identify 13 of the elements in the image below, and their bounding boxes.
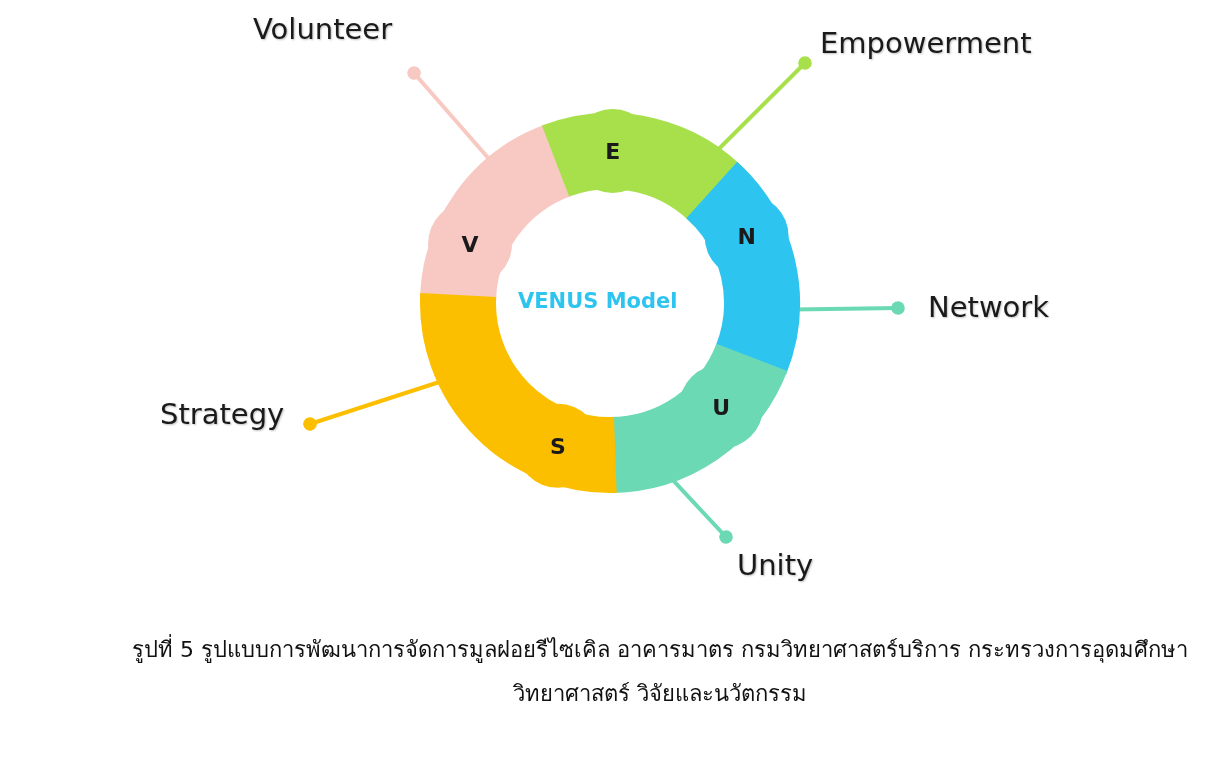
callout-label: Unity xyxy=(737,548,814,582)
ring-segment xyxy=(684,163,800,372)
segment-letter: V xyxy=(461,231,479,257)
callout-label: Volunteer xyxy=(253,12,393,46)
segment-letter: N xyxy=(737,224,756,250)
center-title: VENUS Model xyxy=(518,289,678,313)
figure-caption: รูปที่ 5 รูปแบบการพัฒนาการจัดการมูลฝอยรีไซเคิล อาคารมาตร กรมวิทยาศาสตร์บริการ กระทรวงการอุดมศึกษา วิทยาศาสตร์ วิจัยและนวัตกรรม xyxy=(120,628,1200,716)
callout-label: Strategy xyxy=(160,397,285,431)
segment-letter: U xyxy=(712,394,731,420)
callout-label: Network xyxy=(928,290,1050,324)
segment-letter: S xyxy=(550,433,566,459)
segment-letter: E xyxy=(605,139,621,164)
callout-label: Empowerment xyxy=(820,26,1032,60)
